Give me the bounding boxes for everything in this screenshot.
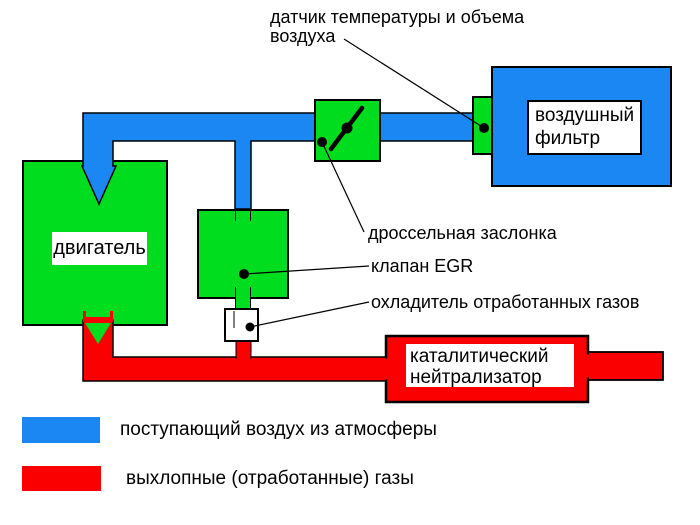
egr-valve-callout-label: клапан EGR (371, 256, 474, 276)
legend-label-exhaust-gas: выхлопные (отработанные) газы (126, 468, 414, 489)
exhaust-spike-left (83, 311, 86, 322)
sensor-callout-label: датчик температуры и объема воздуха (270, 7, 525, 46)
cooler-stub-junction-patch (237, 353, 250, 359)
cooler-callout-label: охладитель отработанных газов (371, 292, 640, 312)
sensor-leader-line (343, 38, 485, 129)
tailpipe (587, 351, 664, 381)
egr-to-cooler-pipe (235, 290, 251, 310)
air-filter-nameplate: воздушный фильтр (527, 100, 642, 155)
exhaust-spike-right (110, 311, 113, 322)
throttle-callout-label: дроссельная заслонка (368, 223, 557, 243)
egr-valve-box (197, 209, 289, 299)
engine-nameplate: двигатель (52, 232, 147, 265)
exhaust-pipe-converter-junction-patch (384, 358, 390, 380)
egr-leader-line (243, 265, 370, 275)
catalytic-converter-nameplate: каталитический нейтрализатор (406, 344, 574, 388)
egr-top-port-lines (235, 211, 251, 221)
throttle-pivot-dot (341, 122, 353, 134)
legend-swatch-exhaust-gas (22, 466, 101, 491)
tailpipe-junction-patch (584, 354, 591, 378)
engine-outlet-notch (85, 323, 111, 344)
throttle-leader-line (321, 141, 365, 233)
exhaust-pipe-engine-junction-patch (84, 317, 112, 324)
cooler-leader-line (249, 301, 370, 328)
egr-bottom-port-lines (235, 287, 251, 310)
legend-label-intake-air: поступающий воздух из атмосферы (120, 419, 437, 440)
legend-swatch-intake-air (22, 417, 100, 443)
